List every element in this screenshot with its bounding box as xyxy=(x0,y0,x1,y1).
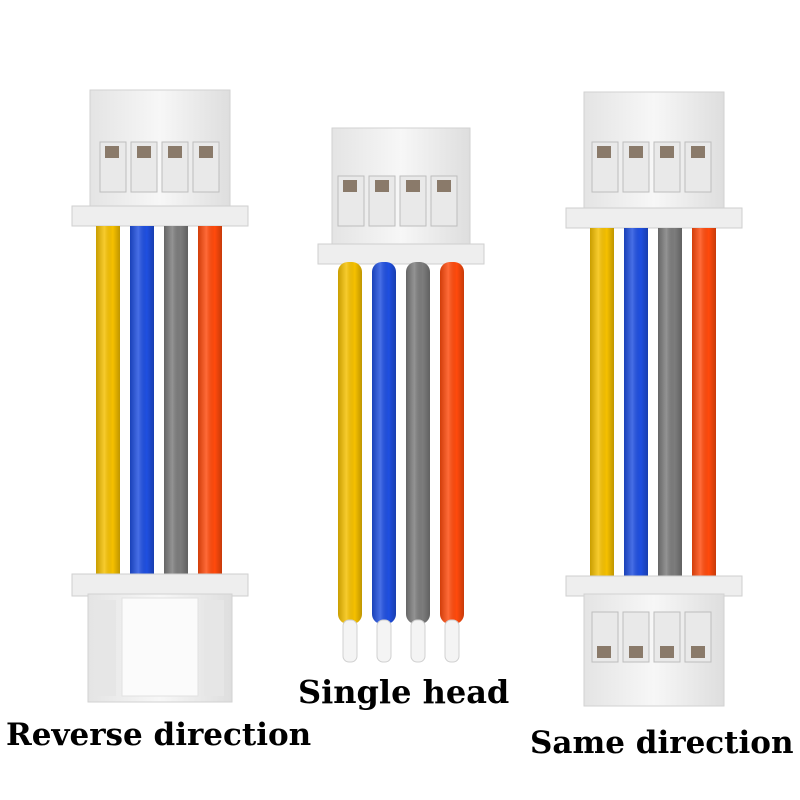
single-top-connector xyxy=(317,127,485,265)
same-top-connector xyxy=(565,91,743,229)
reverse-wires xyxy=(96,226,222,576)
same-top-pins xyxy=(591,141,712,193)
caption-same-direction: Same direction xyxy=(530,725,794,761)
single-wires xyxy=(338,262,464,624)
same-bottom-pins xyxy=(591,611,712,663)
reverse-top-pins xyxy=(99,141,220,193)
caption-single-head: Single head xyxy=(298,673,510,711)
same-bottom-connector xyxy=(565,575,743,707)
reverse-direction-cable xyxy=(71,89,249,703)
single-head-cable xyxy=(317,127,485,663)
reverse-bottom-connector xyxy=(71,573,249,703)
single-tinned-tips xyxy=(342,619,460,663)
reverse-top-connector xyxy=(71,89,249,227)
same-wires xyxy=(590,228,716,578)
same-direction-cable xyxy=(565,91,743,707)
single-top-pins xyxy=(337,175,458,227)
caption-reverse-direction: Reverse direction xyxy=(6,717,312,753)
